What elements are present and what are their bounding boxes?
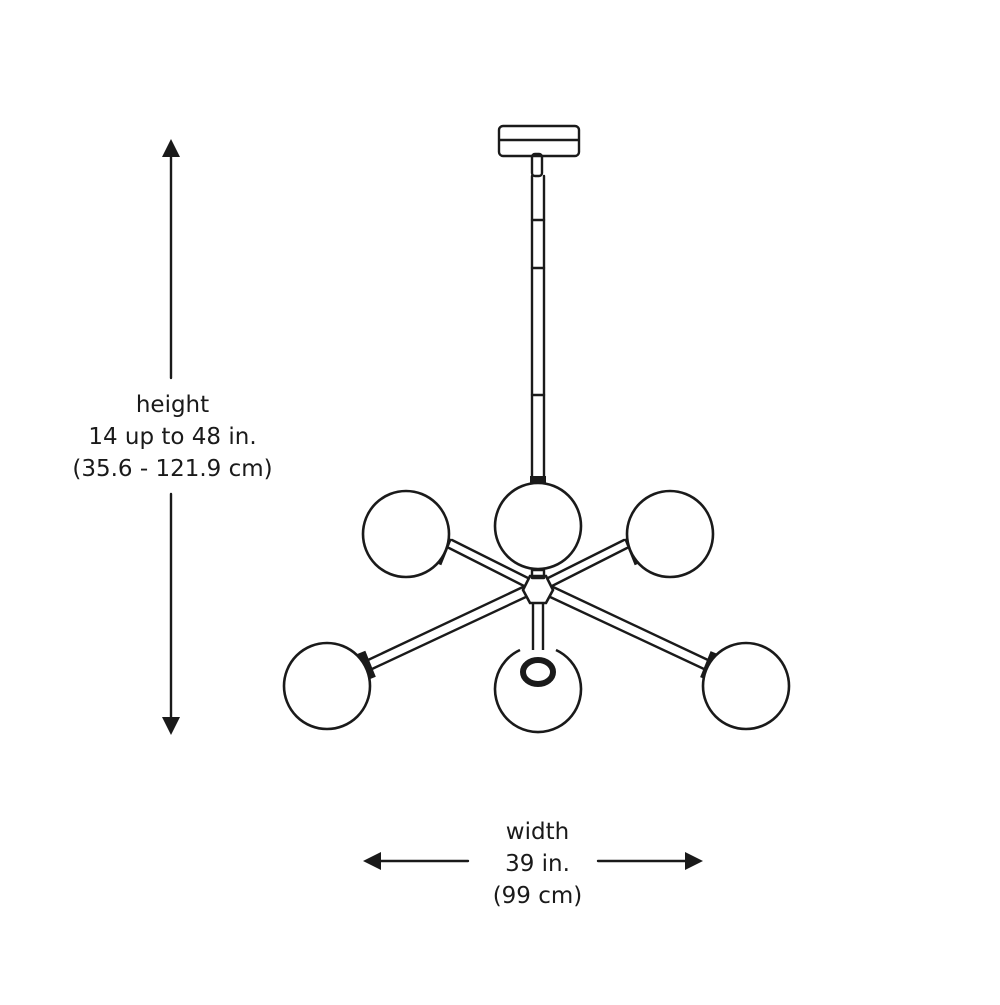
- globe-bottom-center: [493, 648, 583, 734]
- width-label-value: 39 in.: [505, 851, 570, 877]
- width-arrow: [363, 852, 703, 870]
- globe-upper-left: [361, 489, 451, 579]
- height-arrow: [162, 139, 180, 735]
- height-label-value: 14 up to 48 in.: [88, 424, 257, 450]
- height-dimension-label: height 14 up to 48 in. (35.6 - 121.9 cm): [60, 389, 285, 485]
- width-label-name: width: [505, 819, 570, 845]
- width-dimension-label: width 39 in. (99 cm): [440, 816, 635, 912]
- ceiling-canopy: [497, 124, 581, 158]
- height-label-metric: (35.6 - 121.9 cm): [72, 456, 273, 482]
- chandelier-arms: [366, 538, 710, 671]
- globe-bottom-center-group: [493, 648, 583, 734]
- height-label-name: height: [135, 392, 210, 418]
- down-rod: [530, 152, 546, 488]
- center-hub: [521, 568, 555, 605]
- globe-upper-right: [625, 489, 715, 579]
- width-arrow-right-head: [685, 852, 703, 870]
- globe-top-center: [493, 481, 583, 571]
- width-label-metric: (99 cm): [492, 883, 583, 909]
- height-arrow-up-head: [162, 139, 180, 157]
- globe-lower-right: [701, 641, 791, 731]
- globe-lower-left: [282, 641, 372, 731]
- glass-globes: [282, 481, 791, 731]
- width-arrow-left-head: [363, 852, 381, 870]
- height-arrow-down-head: [162, 717, 180, 735]
